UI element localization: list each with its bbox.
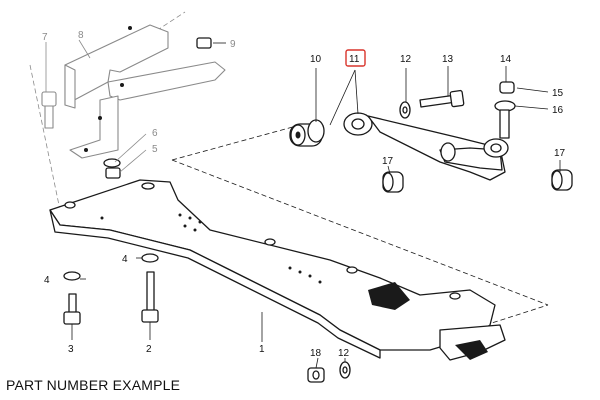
callout-6: 6 xyxy=(152,128,158,139)
callout-4-right: 4 xyxy=(122,254,128,265)
callout-16: 16 xyxy=(552,105,564,116)
washer-6 xyxy=(103,158,121,168)
callout-5: 5 xyxy=(152,144,158,155)
washer-4-left xyxy=(63,271,81,281)
subframe-crossmember xyxy=(49,179,506,361)
callout-15: 15 xyxy=(552,88,564,99)
bushing-17-right xyxy=(551,169,573,191)
callout-7: 7 xyxy=(42,32,48,43)
bolt-13 xyxy=(419,89,465,108)
washer-4-right xyxy=(141,253,159,263)
washer-12-top xyxy=(399,101,411,119)
mounting-bracket xyxy=(64,24,226,159)
callout-4-left: 4 xyxy=(44,275,50,286)
callout-10: 10 xyxy=(310,54,322,65)
control-arm xyxy=(343,112,506,181)
callout-17-left: 17 xyxy=(382,156,394,167)
callout-2: 2 xyxy=(146,344,152,355)
ball-joint xyxy=(483,81,516,158)
nut-18 xyxy=(307,367,325,383)
nut-5 xyxy=(105,167,121,179)
callout-14: 14 xyxy=(500,54,512,65)
highlight-box xyxy=(345,49,366,67)
reference-lines xyxy=(29,11,549,331)
nut-9 xyxy=(196,37,212,49)
callout-12-bottom: 12 xyxy=(338,348,350,359)
callout-3: 3 xyxy=(68,344,74,355)
callout-17-right: 17 xyxy=(554,148,566,159)
callout-8: 8 xyxy=(78,30,84,41)
caption: PART NUMBER EXAMPLE xyxy=(6,377,181,393)
callout-9: 9 xyxy=(230,39,236,50)
bolt-7 xyxy=(41,91,57,129)
callout-1: 1 xyxy=(259,344,265,355)
bolt-3 xyxy=(63,293,81,325)
callout-labels: 1 2 3 4 4 5 6 7 8 9 10 11 12 13 14 15 16… xyxy=(42,30,566,359)
bushing-10 xyxy=(289,119,325,147)
callout-13: 13 xyxy=(442,54,454,65)
callout-11: 11 xyxy=(349,54,360,65)
callout-18: 18 xyxy=(310,348,322,359)
bolt-2 xyxy=(141,271,159,323)
washer-12-bottom xyxy=(339,361,351,379)
callout-12-top: 12 xyxy=(400,54,412,65)
leader-lines xyxy=(45,39,561,369)
bushing-17-left xyxy=(382,171,404,193)
